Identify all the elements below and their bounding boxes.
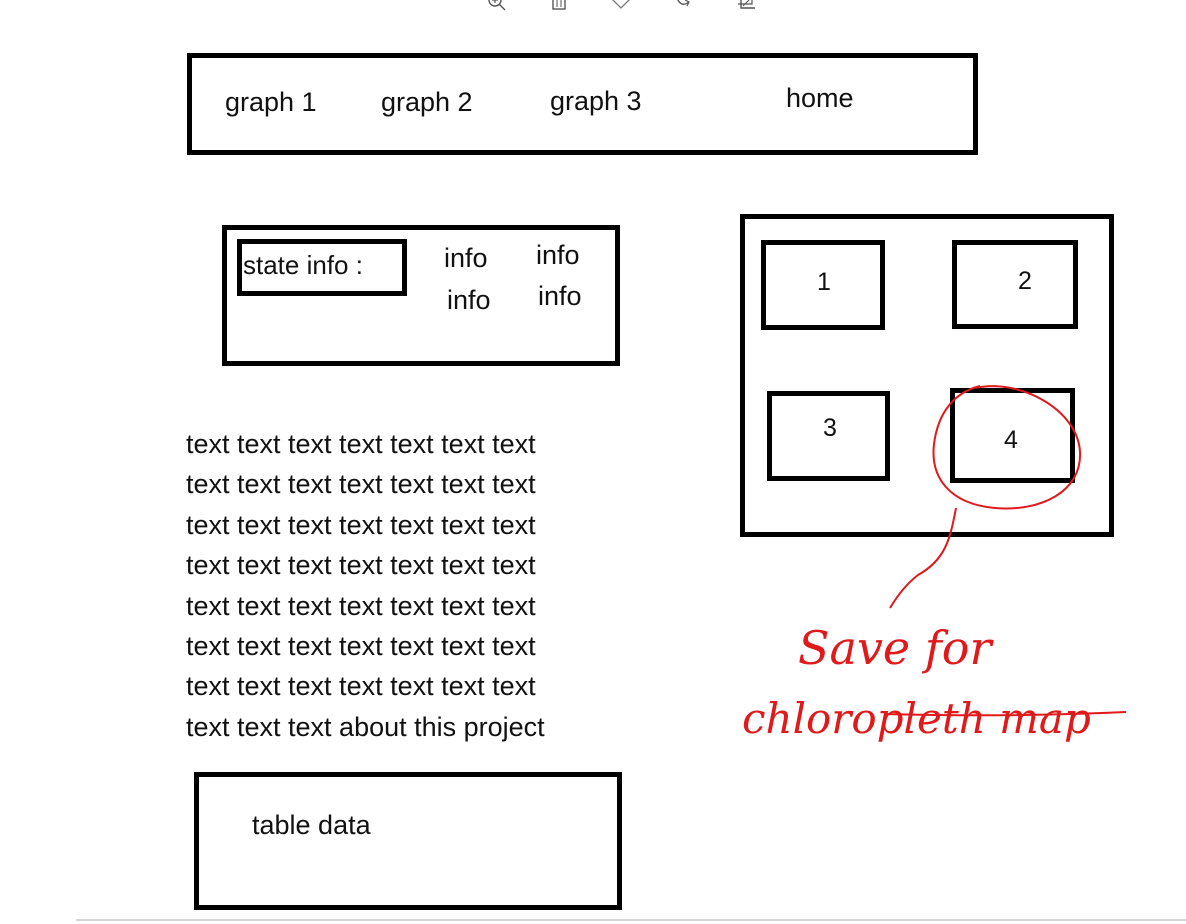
grid-cell-3[interactable]: 3 <box>767 391 890 481</box>
paragraph-line: text text text text text text text <box>186 671 536 702</box>
heart-icon[interactable] <box>609 0 633 16</box>
paragraph-line: text text text text text text text <box>186 509 536 540</box>
grid-cell-4[interactable]: 4 <box>950 388 1075 483</box>
grid-cell-label: 3 <box>823 414 837 442</box>
info-value: info <box>536 240 580 270</box>
grid-cell-1[interactable]: 1 <box>761 240 885 330</box>
nav-link-graph-1[interactable]: graph 1 <box>225 87 317 117</box>
bottom-divider <box>76 919 1186 921</box>
nav-link-home[interactable]: home <box>786 83 854 113</box>
paragraph-line: text text text text text text text <box>186 469 536 500</box>
info-value: info <box>447 285 491 315</box>
grid-cell-label: 1 <box>817 268 831 296</box>
paragraph-line: text text text text text text text <box>186 429 536 459</box>
grid-cell-label: 2 <box>1018 267 1032 295</box>
rotate-icon[interactable] <box>671 0 695 16</box>
info-value: info <box>538 281 582 311</box>
nav-link-graph-2[interactable]: graph 2 <box>381 87 473 117</box>
paragraph-line: text text text about this project <box>186 711 545 742</box>
paragraph-line: text text text text text text text <box>186 590 536 621</box>
nav-link-graph-3[interactable]: graph 3 <box>550 86 642 116</box>
project-description: text text text text text text text text … <box>186 424 626 747</box>
info-value: info <box>444 243 488 273</box>
crop-icon[interactable] <box>735 0 759 16</box>
annotation-text: chloropleth map <box>742 694 1091 743</box>
state-info-label-box: state info : <box>237 239 407 296</box>
annotation-underline <box>884 711 1127 717</box>
table-data-panel: table data <box>194 772 622 910</box>
nav-bar: graph 1 graph 2 graph 3 home <box>187 53 978 155</box>
paragraph-line: text text text text text text text <box>186 550 536 581</box>
state-info-panel <box>222 225 620 366</box>
grid-cell-label: 4 <box>1004 426 1018 454</box>
zoom-in-icon[interactable] <box>485 0 509 16</box>
annotation-text: Save for <box>798 621 994 675</box>
trash-icon[interactable] <box>548 0 572 16</box>
paragraph-line: text text text text text text text <box>186 630 536 661</box>
table-data-label: table data <box>252 810 371 840</box>
grid-cell-2[interactable]: 2 <box>952 240 1078 329</box>
state-info-label: state info : <box>243 250 363 280</box>
